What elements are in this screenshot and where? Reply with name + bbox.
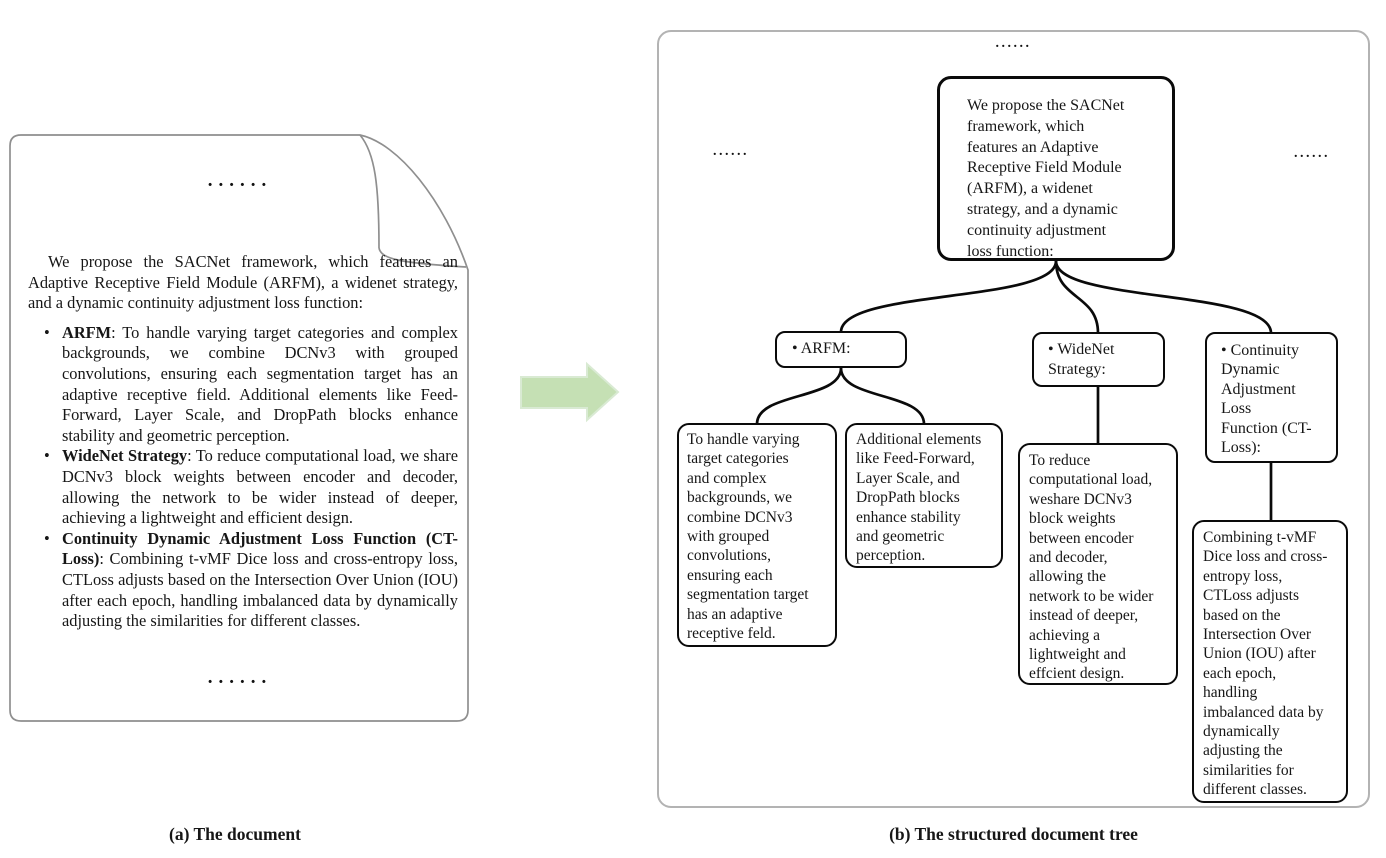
tree-ellipsis-top: ...... [995, 36, 1032, 51]
document-ellipsis-top: ...... [207, 170, 273, 191]
document-ellipsis-bottom: ...... [207, 667, 273, 688]
tree-ellipsis-left: ...... [713, 144, 749, 159]
document-paragraph: We propose the SACNet framework, which f… [28, 252, 458, 313]
document-fold-line-vertical [359, 134, 380, 249]
tree-leaf-arfm-1: To handle varying target categories and … [677, 423, 837, 647]
tree-panel-border [657, 30, 1370, 808]
tree-node-root: We propose the SACNet framework, which f… [937, 76, 1175, 261]
connector-root-ctloss [1054, 259, 1273, 335]
bullet-term: Continuity Dynamic Adjustment Loss Funct… [62, 528, 458, 569]
bullet-term: ARFM [62, 322, 112, 342]
bullet-icon: • [44, 528, 50, 548]
list-item: • ARFM: To handle varying target categor… [28, 323, 458, 447]
connector-arfm-leaf2 [839, 366, 926, 426]
caption-a: (a) The document [169, 824, 301, 844]
tree-node-widenet: • WideNet Strategy: [1032, 332, 1165, 387]
bullet-body: : To handle varying target categories an… [62, 322, 458, 445]
bullet-icon: • [44, 446, 50, 466]
bullet-body: : To reduce computational load, we share… [62, 446, 459, 528]
list-item: • WideNet Strategy: To reduce computatio… [28, 446, 458, 528]
tree-node-ctloss: • Continuity Dynamic Adjustment Loss Fun… [1205, 332, 1338, 463]
tree-ellipsis-right: ...... [1294, 146, 1330, 161]
document-outline [9, 134, 469, 722]
tree-node-arfm: • ARFM: [775, 331, 907, 368]
tree-leaf-arfm-2: Additional elements like Feed-Forward, L… [845, 423, 1003, 568]
document-bullet-list: • ARFM: To handle varying target categor… [28, 323, 458, 632]
tree-leaf-ctloss: Combining t-vMF Dice loss and cross- ent… [1192, 520, 1348, 803]
connector-root-arfm [839, 259, 1058, 334]
connector-root-widenet [1054, 259, 1100, 335]
tree-leaf-widenet: To reduce computational load, weshare DC… [1018, 443, 1178, 685]
bullet-icon: • [44, 322, 50, 342]
caption-b: (b) The structured document tree [889, 824, 1138, 844]
document-fold-line-horizontal [378, 247, 467, 268]
connector-arfm-leaf1 [755, 366, 843, 426]
list-item: • Continuity Dynamic Adjustment Loss Fun… [28, 529, 458, 632]
transform-arrow-icon [520, 361, 620, 423]
document-text-block: We propose the SACNet framework, which f… [28, 252, 458, 632]
bullet-term: WideNet Strategy [62, 446, 188, 466]
bullet-body: : Combining t-vMF Dice loss and cross-en… [62, 549, 458, 631]
